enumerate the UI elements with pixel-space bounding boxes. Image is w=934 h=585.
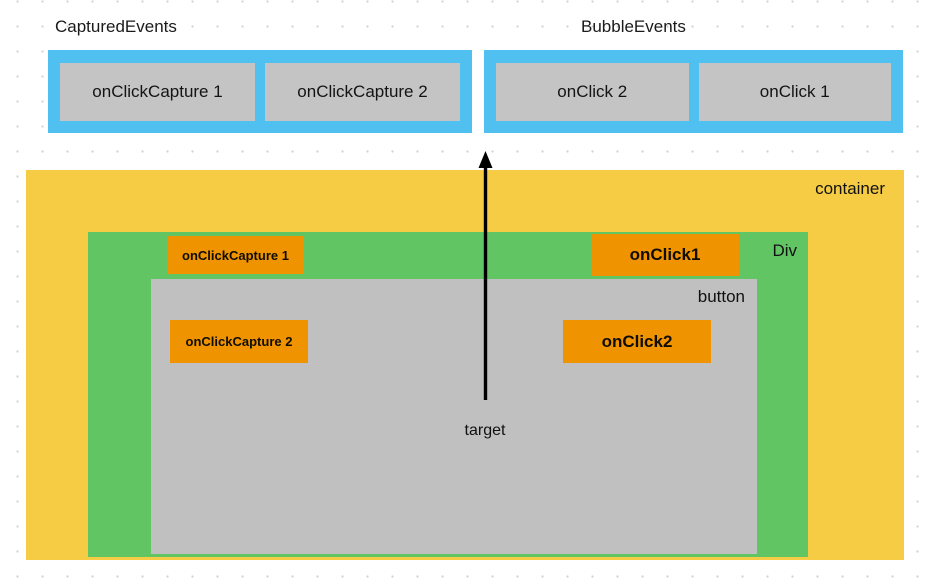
bubble-event-chip-1[interactable]: onClick 2	[496, 62, 689, 121]
handler-button-bubble[interactable]: onClick2	[563, 320, 711, 363]
captured-events-title: CapturedEvents	[55, 17, 177, 36]
captured-event-chip-1[interactable]: onClickCapture 1	[60, 62, 255, 121]
handler-button-capture[interactable]: onClickCapture 2	[170, 320, 308, 363]
container-box-label: container	[815, 179, 885, 198]
handler-div-capture[interactable]: onClickCapture 1	[167, 236, 304, 274]
target-label: target	[464, 422, 506, 439]
captured-event-chip-2[interactable]: onClickCapture 2	[265, 62, 460, 121]
button-box-label: button	[697, 287, 745, 306]
bubble-event-chip-2[interactable]: onClick 1	[698, 62, 891, 121]
bubble-events-title: BubbleEvents	[581, 17, 686, 36]
bubble-events-panel: onClick 2 onClick 1	[484, 50, 903, 133]
target-arrow-icon	[478, 151, 493, 400]
captured-events-panel: onClickCapture 1 onClickCapture 2	[48, 50, 472, 133]
div-box-label: Div	[772, 241, 797, 260]
handler-div-bubble[interactable]: onClick1	[591, 234, 739, 276]
